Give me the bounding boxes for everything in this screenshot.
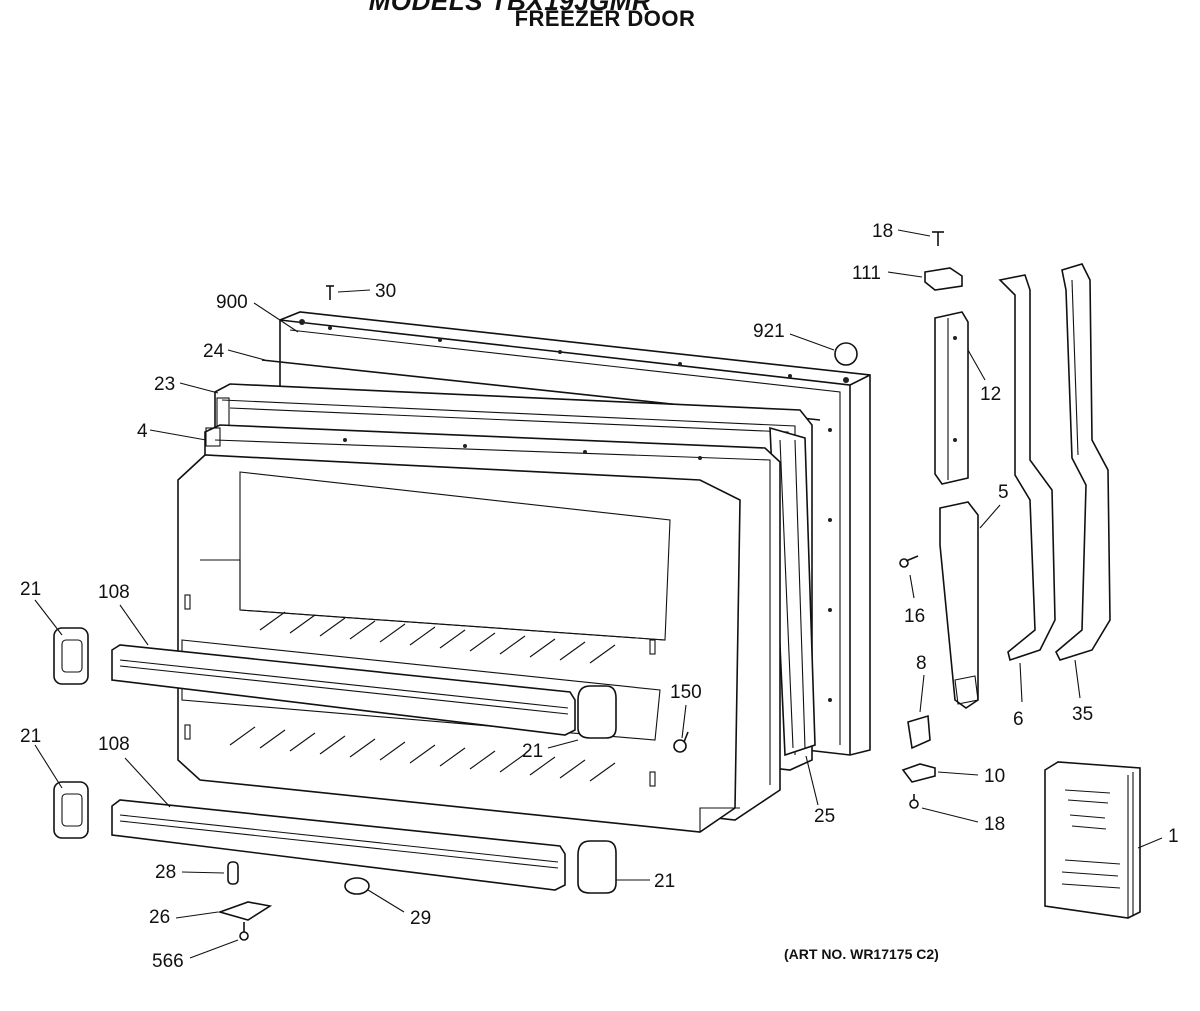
- callout-21-upper-right: 21: [522, 741, 543, 762]
- callout-150: 150: [670, 682, 702, 703]
- pin-28: [227, 861, 239, 885]
- callout-21-lower-left: 21: [20, 726, 41, 747]
- callout-16: 16: [904, 606, 925, 627]
- plug-button-29: [344, 877, 370, 895]
- callout-111: 111: [852, 263, 881, 284]
- door-shelf-bar-lower: [111, 799, 566, 891]
- callout-21-lower-right: 21: [654, 871, 675, 892]
- callout-8: 8: [916, 653, 927, 674]
- door-shelf-bar-upper: [111, 644, 576, 736]
- callout-4: 4: [137, 421, 148, 442]
- cam-26: [217, 901, 273, 921]
- callout-5: 5: [998, 482, 1009, 503]
- handle-left-6: [998, 274, 1056, 662]
- callout-12: 12: [980, 384, 1001, 405]
- callout-1: 1: [1168, 826, 1179, 847]
- plug-921: [834, 342, 858, 366]
- liner-tub: [177, 454, 741, 833]
- callout-30: 30: [375, 281, 396, 302]
- callout-900: 900: [216, 292, 248, 313]
- callout-26: 26: [149, 907, 170, 928]
- screw-566-icon: [239, 922, 249, 941]
- leader-lines: [34, 229, 1163, 959]
- plug-150-icon: [673, 731, 689, 753]
- callout-18-bottom: 18: [984, 814, 1005, 835]
- screw-30-icon: [326, 285, 334, 300]
- screw-16-icon: [899, 555, 919, 568]
- callout-23: 23: [154, 374, 175, 395]
- callout-10: 10: [984, 766, 1005, 787]
- manual-booklet-1: [1044, 761, 1141, 919]
- upper-hinge-bracket-12: [934, 311, 969, 485]
- handle-right-35: [1055, 263, 1111, 661]
- shelf-end-cap-right-upper: [577, 685, 617, 739]
- callout-108-upper: 108: [98, 582, 130, 603]
- shelf-end-cap-left-lower: [53, 781, 89, 839]
- callout-21-upper-left: 21: [20, 579, 41, 600]
- callout-25: 25: [814, 806, 835, 827]
- callout-108-lower: 108: [98, 734, 130, 755]
- callout-566: 566: [152, 951, 184, 972]
- hinge-cap-111: [924, 267, 963, 291]
- models-heading: MODELS TBX19JGMR: [368, 0, 652, 16]
- callout-35: 35: [1072, 704, 1093, 725]
- gasket-seal: [769, 426, 816, 757]
- callout-24: 24: [203, 341, 225, 362]
- stop-8: [907, 714, 931, 750]
- callout-6: 6: [1013, 709, 1024, 730]
- callout-18-top: 18: [872, 221, 893, 242]
- lower-hinge-bracket-5: [939, 501, 979, 709]
- page-title: FREEZER DOOR: [514, 6, 696, 31]
- screw-18-top-icon: [932, 231, 944, 246]
- art-number: (ART NO. WR17175 C2): [784, 946, 939, 962]
- callout-921: 921: [753, 321, 785, 342]
- shelf-end-cap-left-upper: [53, 627, 89, 685]
- hinge-pin-plate-10: [901, 763, 936, 783]
- callout-29: 29: [410, 908, 431, 929]
- screw-18-bottom-icon: [909, 794, 919, 809]
- callout-28: 28: [155, 862, 176, 883]
- shelf-end-cap-right-lower: [577, 840, 617, 894]
